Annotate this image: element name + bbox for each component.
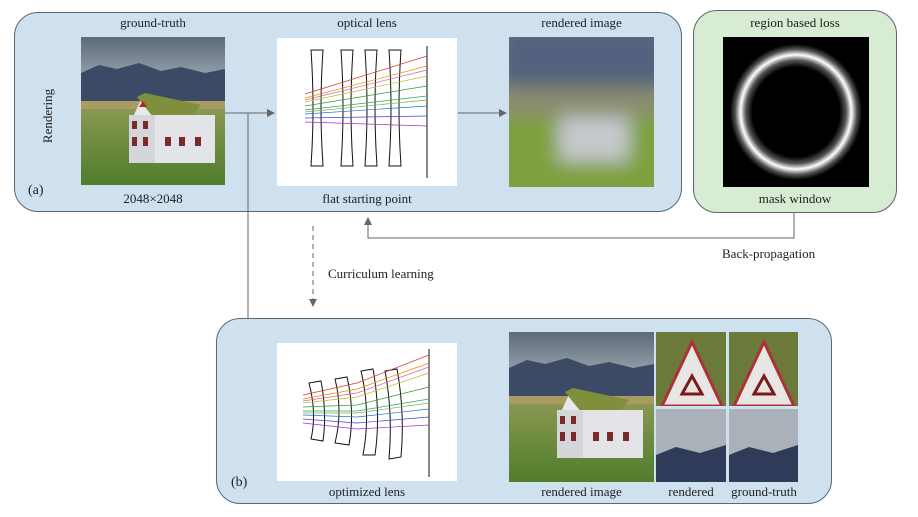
optical-lens-title: optical lens (337, 15, 397, 30)
backprop-label: Back-propagation (722, 246, 816, 261)
ground-truth-caption: 2048×2048 (123, 191, 183, 206)
rendering-side-label: Rendering (40, 88, 55, 144)
panel-a-label: (a) (28, 183, 44, 198)
curriculum-label: Curriculum learning (328, 266, 434, 281)
ground-truth-title: ground-truth (120, 15, 186, 30)
rendered-image-blurred (509, 37, 654, 187)
mask-window-caption: mask window (758, 191, 832, 206)
optimized-lens-caption: optimized lens (328, 484, 406, 499)
panel-b-label: (b) (231, 475, 248, 490)
arrow-backprop (364, 212, 795, 239)
rendered-image-caption: rendered image (541, 484, 622, 499)
crop-gt-sky (729, 409, 798, 482)
lens-diagram-optimized (277, 343, 457, 481)
crop-gt-caption: ground-truth (731, 484, 797, 499)
crop-rendered-caption: rendered (668, 484, 714, 499)
crop-rendered-sky (656, 409, 726, 482)
lens-diagram-flat (277, 38, 457, 186)
ring-mask-image (723, 37, 869, 187)
crop-rendered-roof (656, 332, 726, 406)
flat-starting-point-caption: flat starting point (322, 191, 412, 206)
rendered-image-sharp (509, 332, 654, 482)
ground-truth-image (81, 37, 225, 185)
region-loss-title: region based loss (750, 15, 840, 30)
rendered-image-title: rendered image (541, 15, 622, 30)
crop-gt-roof (729, 332, 798, 406)
